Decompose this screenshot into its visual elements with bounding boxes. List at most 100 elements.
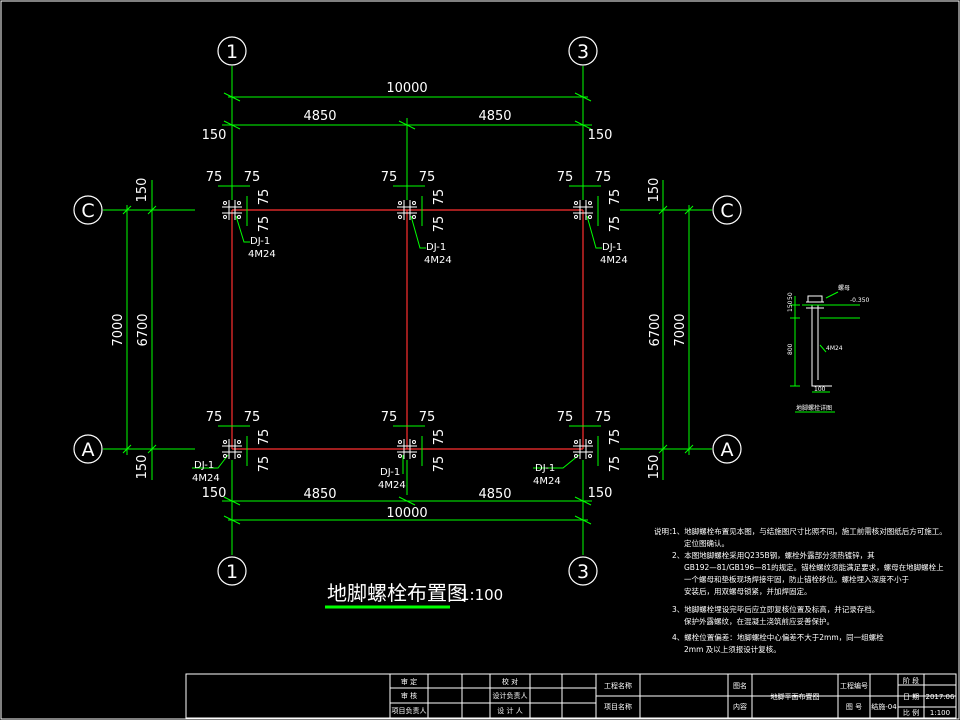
tb-content: 内容 — [733, 702, 747, 711]
axis-label-3-top: 3 — [577, 41, 589, 63]
dim-small: 75 — [557, 410, 574, 425]
notes-heading: 说明： — [654, 526, 677, 536]
bolt-group — [222, 200, 242, 220]
dim-small-rot: 75 — [257, 189, 272, 206]
bolt-label: 4M24 — [600, 255, 628, 266]
dim-inner-right: 6700 — [648, 313, 663, 346]
axis-label-a-left: A — [82, 439, 95, 461]
dim-inner-left: 6700 — [136, 313, 151, 346]
note-line: 1、地脚螺栓布置见本图，与结施图尺寸比照不同，施工前需核对图纸后方可施工。 — [672, 526, 947, 536]
note-line: 一个螺母和垫板现场焊接牢固，防止锚栓移位。螺栓埋入深度不小于 — [684, 574, 909, 584]
dj-label: DJ-1 — [380, 467, 400, 478]
dim-small-rot: 75 — [432, 456, 447, 473]
note-line: 3、地脚螺栓埋设完毕后应立即复核位置及标高，并记录存档。 — [672, 604, 879, 614]
dimension-lines — [103, 66, 712, 555]
dim-half-bottom-left: 4850 — [303, 487, 336, 502]
dim-half-bottom-right: 4850 — [478, 487, 511, 502]
tb-proj-name: 项目名称 — [604, 702, 632, 711]
dim-span-right: 7000 — [673, 313, 688, 346]
tb-review: 审 核 — [401, 691, 417, 700]
axis-bubble-c-right — [712, 195, 742, 225]
detail-dim-top: 150 — [787, 300, 794, 312]
dim-edge-top-right: 150 — [588, 128, 613, 143]
dim-span-left: 7000 — [111, 313, 126, 346]
dim-small: 75 — [206, 410, 223, 425]
dim-edge-bottom-right: 150 — [588, 486, 613, 501]
axis-bubble-1-bottom — [217, 556, 247, 586]
bolt-label: 4M24 — [192, 473, 220, 484]
dim-edge-left-bottom: 150 — [135, 455, 150, 480]
bolt-label: 4M24 — [378, 480, 406, 491]
axis-label-1-top: 1 — [226, 41, 238, 63]
tb-proj-lead: 项目负责人 — [392, 706, 427, 715]
tb-drawing-label: 图名 — [733, 681, 747, 690]
tb-ratio-label: 比 例 — [903, 708, 919, 717]
note-line: GB192—81/GB196—81的规定。锚栓螺纹须能满足要求，螺母在地脚螺栓上 — [684, 562, 944, 572]
drawing-title: 地脚螺栓布置图 — [327, 581, 467, 605]
detail-dim-mid: 50 — [787, 292, 794, 300]
dim-small: 75 — [595, 410, 612, 425]
tb-drawing-no: 结施-04 — [871, 702, 897, 711]
tb-stage: 阶 段 — [903, 676, 919, 685]
tb-approve: 审 定 — [401, 677, 417, 686]
dim-small: 75 — [244, 410, 261, 425]
dim-small: 75 — [595, 170, 612, 185]
axis-bubble-c-left — [73, 195, 103, 225]
title-block — [185, 673, 957, 719]
axis-label-a-right: A — [721, 439, 734, 461]
tb-check: 校 对 — [502, 677, 518, 686]
dim-small: 75 — [381, 410, 398, 425]
detail-dim-main: 800 — [787, 343, 794, 355]
dim-half-top-right: 4850 — [478, 109, 511, 124]
dim-edge-right-top: 150 — [647, 178, 662, 203]
note-line: 2、本图地脚螺栓采用Q235B钢，螺栓外露部分须热镀锌，其 — [672, 550, 875, 560]
dj-label: DJ-1 — [535, 463, 555, 474]
note-line: 保护外露螺纹，在混凝土浇筑前应妥善保护。 — [684, 616, 834, 626]
axis-bubble-3-top — [568, 36, 598, 66]
dim-small-rot: 75 — [608, 189, 623, 206]
bolt-group — [397, 200, 417, 220]
axis-bubble-3-bottom — [568, 556, 598, 586]
note-line: 定位图确认。 — [684, 538, 729, 548]
axis-label-3-bottom: 3 — [577, 561, 589, 583]
axis-label-c-left: C — [81, 200, 94, 222]
detail-elev: -0.350 — [850, 297, 870, 304]
axis-label-1-bottom: 1 — [226, 561, 238, 583]
tb-designer: 设 计 人 — [497, 706, 522, 715]
axis-label-c-right: C — [720, 200, 733, 222]
note-line: 4、螺栓位置偏差：地脚螺栓中心偏差不大于2mm，同一组螺栓 — [672, 632, 884, 642]
dj-label: DJ-1 — [602, 242, 622, 253]
detail-anchor: 4M24 — [826, 345, 843, 352]
bolt-group — [222, 439, 242, 459]
tb-ratio: 1:100 — [930, 709, 950, 717]
dim-small-rot: 75 — [257, 429, 272, 446]
anchor-detail — [790, 291, 860, 413]
dim-small-rot: 75 — [432, 429, 447, 446]
dim-edge-bottom-left: 150 — [202, 486, 227, 501]
axis-bubble-a-right — [712, 434, 742, 464]
bolt-group — [573, 200, 593, 220]
beam-grid — [231, 209, 584, 450]
bolt-label: 4M24 — [424, 255, 452, 266]
tb-date-label: 日 期 — [903, 693, 919, 701]
tb-eng-name: 工程名称 — [604, 681, 632, 690]
bolt-group — [397, 439, 417, 459]
dim-small: 75 — [206, 170, 223, 185]
axis-bubble-1-top — [217, 36, 247, 66]
dim-small-rot: 75 — [608, 456, 623, 473]
tb-date: 2017.06 — [926, 693, 955, 701]
detail-dim-bottom: 100 — [814, 386, 826, 393]
tb-drawing-no-label: 图 号 — [846, 703, 862, 711]
dim-small: 75 — [244, 170, 261, 185]
dim-small: 75 — [419, 410, 436, 425]
drawing-scale: 1:100 — [460, 586, 503, 604]
detail-caption: 地脚螺栓详图 — [796, 404, 832, 412]
dim-total-top: 10000 — [386, 81, 427, 96]
dj-label: DJ-1 — [194, 460, 214, 471]
dim-small: 75 — [419, 170, 436, 185]
axis-bubble-a-left — [73, 434, 103, 464]
dim-small: 75 — [557, 170, 574, 185]
dim-small-rot: 75 — [608, 216, 623, 233]
bolt-label: 4M24 — [248, 249, 276, 260]
